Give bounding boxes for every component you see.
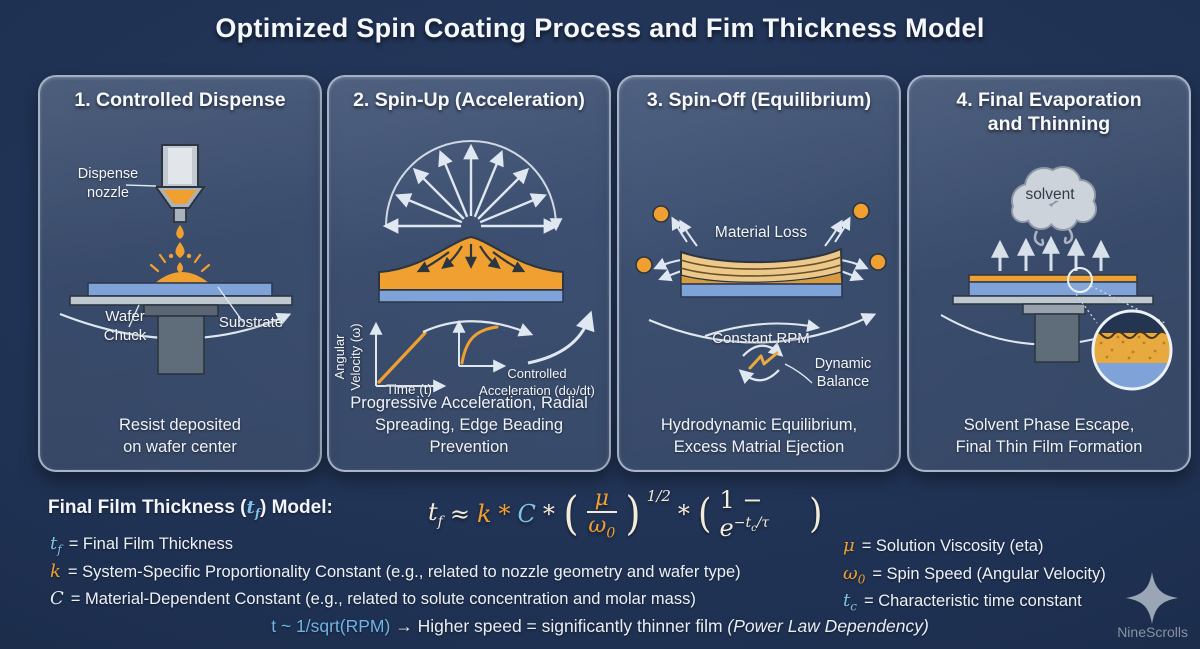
spin-up-illustration <box>369 140 595 393</box>
open-paren: ( <box>563 486 579 541</box>
wafer-stack <box>69 282 293 375</box>
panel3-caption: Hydrodynamic Equilibrium, Excess Matrial… <box>660 416 858 456</box>
panel3-title: 3. Spin-Off (Equilibrium) <box>646 89 872 111</box>
arrow-glyph: → <box>395 616 413 636</box>
layered-film <box>680 247 844 298</box>
cloud-tail-left <box>1033 230 1045 247</box>
cloud-tail-right <box>1063 228 1074 245</box>
panel2-caption: Progressive Acceleration, Radial Spreadi… <box>350 394 588 456</box>
film-thickness-formula: tf ≈ k * C * ( μ ω0 ) 1/2 * ( 1 − e−tc/τ… <box>428 485 823 542</box>
definition-omega0: ω0 = Spin Speed (Angular Velocity) <box>843 562 1106 587</box>
spin-off-illustration <box>635 202 887 385</box>
radial-spread-fan <box>382 140 563 234</box>
graph-link-arc-arrow <box>422 320 534 337</box>
definition-tc: tc = Characteristic time constant <box>843 590 1082 614</box>
substrate-label: Substrate <box>218 314 284 331</box>
dispense-nozzle-label: Dispense nozzle <box>77 166 139 201</box>
watermark: NineScrolls <box>1117 624 1188 640</box>
rpm-relation: t ~ 1/sqrt(RPM) <box>271 616 391 636</box>
definition-C: C = Material-Dependent Constant (e.g., r… <box>50 588 696 610</box>
conclusion-line: t ~ 1/sqrt(RPM) → Higher speed = signifi… <box>0 616 1200 637</box>
definitions-right: μ = Solution Viscosity (eta) ω0 = Spin S… <box>843 535 1195 618</box>
sparkle-icon <box>1126 572 1178 624</box>
dynamic-balance-label: Dynamic Balance <box>814 356 872 390</box>
outer-rotation-arc-arrow <box>648 313 877 344</box>
acceleration-swoosh-arrow <box>527 310 595 365</box>
open-paren-2: ( <box>698 491 712 537</box>
panel4-title: 4. Final Evaporation and Thinning <box>956 89 1142 135</box>
panel-final-evaporation: 4. Final Evaporation and Thinning <box>907 75 1191 472</box>
model-heading-suffix: ) Model: <box>260 497 333 518</box>
resist-mound <box>378 235 564 303</box>
material-loss-label: Material Loss <box>714 224 808 241</box>
dynamic-balance-icon <box>738 341 784 385</box>
dispense-illustration <box>59 144 293 375</box>
definition-k: k = System-Specific Proportionality Cons… <box>50 560 741 582</box>
definitions-left: tf = Final Film Thickness k = System-Spe… <box>50 533 840 616</box>
thin-film-stack <box>952 274 1154 363</box>
dispense-nozzle-graphic <box>154 144 206 223</box>
constant-rpm-arc-arrow <box>704 319 821 337</box>
model-heading: Final Film Thickness (tf) Model: <box>48 497 333 521</box>
close-paren: ) <box>625 486 641 541</box>
panel-spin-up: 2. Spin-Up (Acceleration) <box>327 75 611 472</box>
definition-tf: tf = Final Film Thickness <box>50 533 233 557</box>
close-paren-2: ) <box>809 491 823 537</box>
panel1-title: 1. Controlled Dispense <box>74 89 286 111</box>
controlled-acceleration-label: Controlled Acceleration (dω/dt) <box>479 366 595 398</box>
panel-controlled-dispense: 1. Controlled Dispense <box>38 75 322 472</box>
mu-over-omega-fraction: μ ω0 <box>586 485 617 542</box>
resist-drops <box>149 225 211 284</box>
panel2-title: 2. Spin-Up (Acceleration) <box>353 89 585 111</box>
acceleration-ramp-graph <box>452 319 507 373</box>
conclusion-text: Higher speed = significantly thinner fil… <box>417 616 723 636</box>
balance-connector-line <box>784 363 813 384</box>
model-heading-prefix: Final Film Thickness ( <box>48 497 247 518</box>
label-connectors <box>125 184 244 328</box>
evaporation-illustration <box>940 166 1173 391</box>
panel-spin-off: 3. Spin-Off (Equilibrium) <box>617 75 901 472</box>
solvent-cloud <box>1011 166 1097 247</box>
angular-velocity-graph <box>369 321 447 393</box>
page-title: Optimized Spin Coating Process and Fim T… <box>215 13 985 43</box>
ejection-arrows <box>653 216 869 282</box>
evaporation-arrows <box>991 235 1110 271</box>
x-axis-label: Time (t) <box>386 382 432 397</box>
ejected-droplets <box>635 202 887 274</box>
wafer-chuck-label: Wafer Chuck <box>103 308 147 344</box>
panel1-caption: Resist deposited on wafer center <box>119 416 241 456</box>
solvent-label: solvent <box>1025 186 1075 203</box>
constant-rpm-label: Constant RPM <box>712 330 810 347</box>
conclusion-note: (Power Law Dependency) <box>727 616 929 636</box>
panel4-caption: Solvent Phase Escape, Final Thin Film Fo… <box>955 416 1143 456</box>
definition-mu: μ = Solution Viscosity (eta) <box>843 535 1044 556</box>
